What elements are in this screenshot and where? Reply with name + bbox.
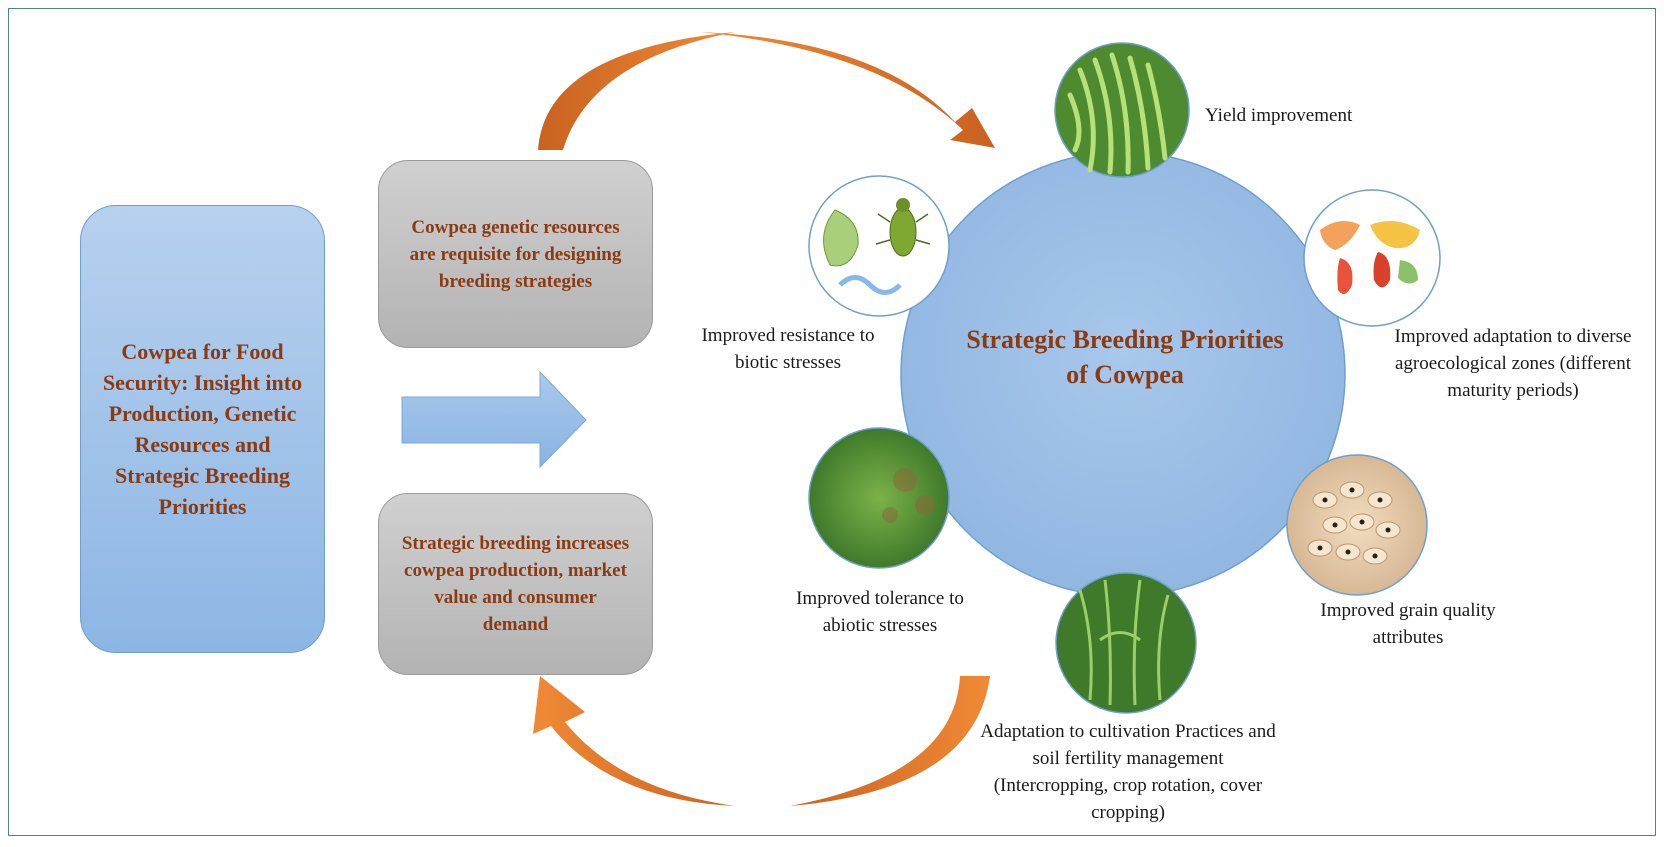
label-cultivation: Adaptation to cultivation Practices and … [980,721,1276,823]
bottom-cycle-arrow [790,676,990,806]
label-grain: Improved grain quality attributes [1320,600,1496,648]
strategic-breeding-box: Strategic breeding increases cowpea prod… [378,493,653,675]
label-yield: Yield improvement [1205,105,1353,126]
topic-text: Cowpea for Food Security: Insight into P… [102,339,303,519]
topic-box: Cowpea for Food Security: Insight into P… [80,205,325,653]
grain-thumbnail [1286,454,1428,596]
abiotic-thumbnail [808,427,950,569]
yield-thumbnail [1054,42,1190,178]
right-block-arrow [401,370,587,469]
adaptation-thumbnail [1303,189,1441,327]
cultivation-thumbnail [1055,572,1197,714]
bottom-cycle-arrow-tail [533,676,735,806]
center-title: Strategic Breeding Priorities of Cowpea [966,325,1284,389]
label-biotic: Improved resistance to biotic stresses [701,325,875,373]
biotic-thumbnail [808,175,950,317]
label-abiotic: Improved tolerance to abiotic stresses [796,588,964,636]
strategic-breeding-text: Strategic breeding increases cowpea prod… [401,533,630,635]
genetic-resources-box: Cowpea genetic resources are requisite f… [378,160,653,348]
label-adaptation: Improved adaptation to diverse agroecolo… [1394,326,1632,401]
figure-frame [8,8,1656,836]
genetic-resources-text: Cowpea genetic resources are requisite f… [409,216,622,292]
top-cycle-arrow [538,32,735,150]
top-cycle-arrow-body [700,32,995,148]
